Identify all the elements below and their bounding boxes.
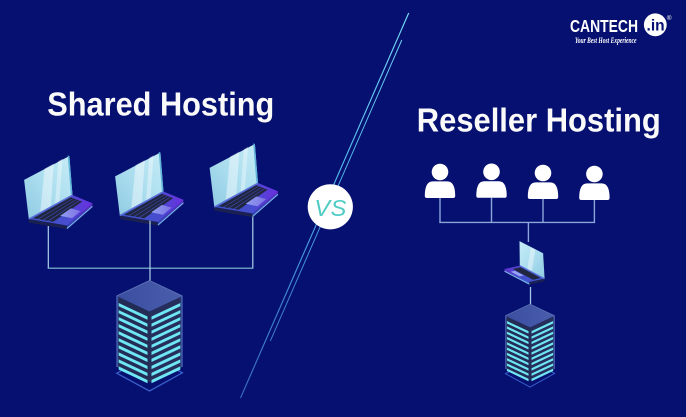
svg-text:.in: .in bbox=[647, 17, 665, 34]
svg-text:VS: VS bbox=[314, 195, 346, 221]
svg-text:Shared Hosting: Shared Hosting bbox=[47, 86, 274, 123]
svg-text:Your Best Host Experience: Your Best Host Experience bbox=[575, 36, 637, 45]
svg-text:Reseller Hosting: Reseller Hosting bbox=[417, 102, 661, 139]
svg-text:®: ® bbox=[667, 14, 672, 22]
svg-text:CANTECH: CANTECH bbox=[570, 16, 638, 36]
